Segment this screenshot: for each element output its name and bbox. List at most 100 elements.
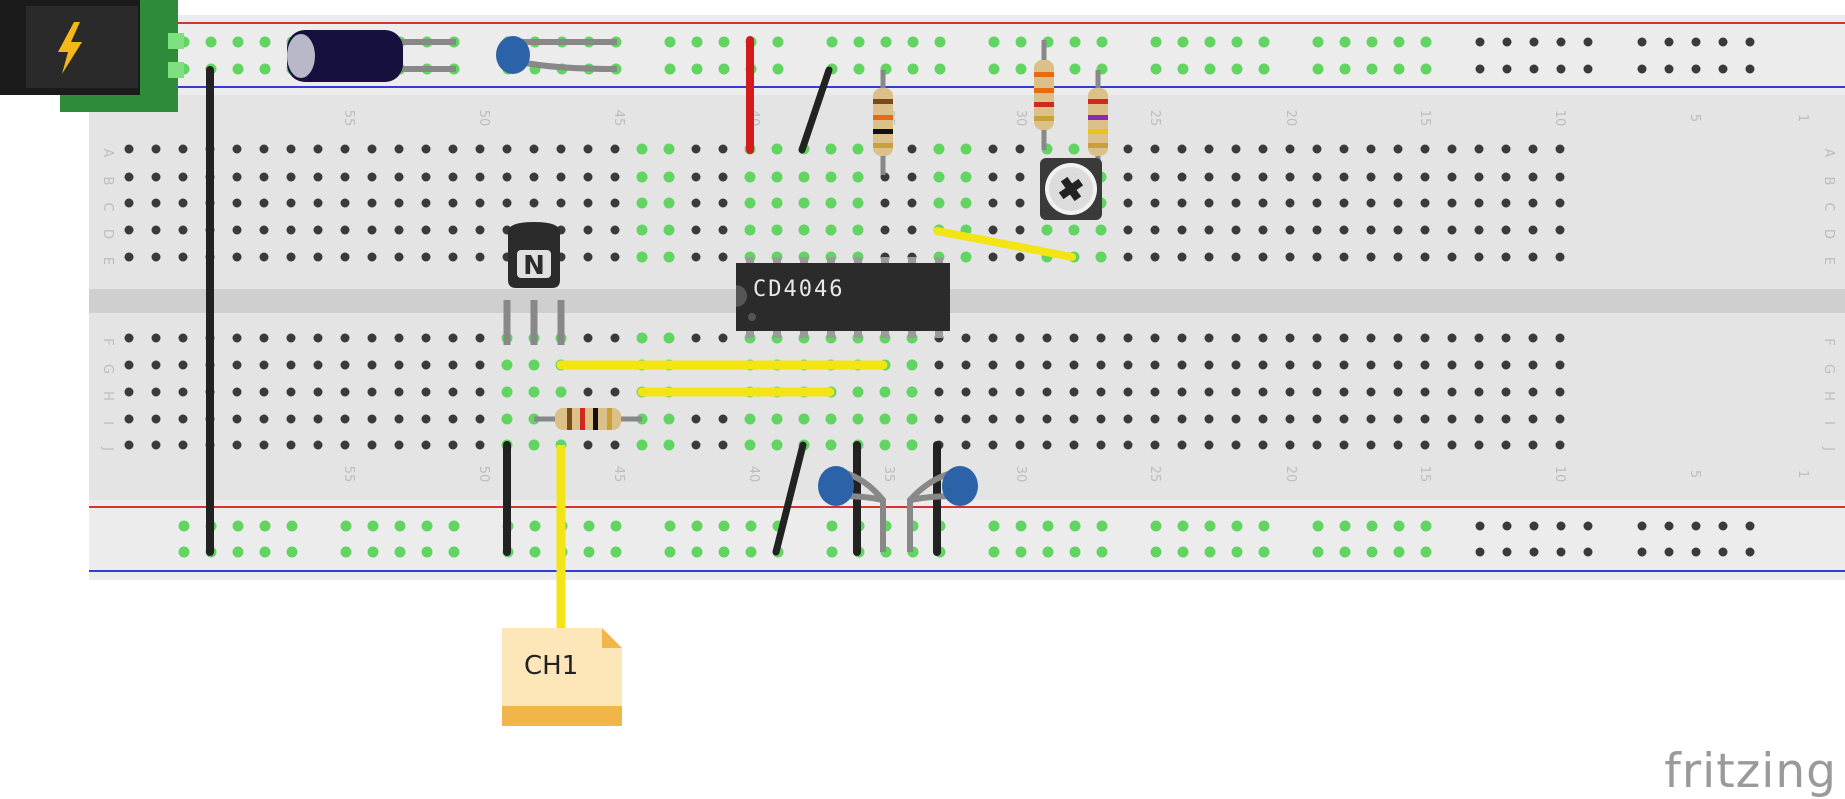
breadboard-hole[interactable] [1501,360,1511,370]
breadboard-hole[interactable] [448,414,458,424]
resistor-top-3[interactable] [1088,70,1108,175]
breadboard-hole[interactable] [232,387,242,397]
power-rail-hole[interactable] [232,520,244,532]
power-rail-hole[interactable] [1664,64,1674,74]
breadboard-hole[interactable] [1366,387,1376,397]
power-rail-hole[interactable] [1393,546,1405,558]
breadboard-hole[interactable] [394,198,404,208]
breadboard-hole[interactable] [1501,172,1511,182]
power-rail-hole[interactable] [1583,64,1593,74]
power-rail-hole[interactable] [1042,520,1054,532]
breadboard-hole[interactable] [583,252,593,262]
breadboard-hole[interactable] [501,413,513,425]
breadboard-hole[interactable] [1501,414,1511,424]
power-rail-hole[interactable] [1637,547,1647,557]
breadboard-hole[interactable] [1501,144,1511,154]
breadboard-hole[interactable] [1096,414,1106,424]
breadboard-hole[interactable] [556,144,566,154]
breadboard-hole[interactable] [691,225,701,235]
power-rail-hole[interactable] [826,36,838,48]
breadboard-hole[interactable] [583,387,593,397]
breadboard-hole[interactable] [1447,198,1457,208]
black-jumper-wire-top[interactable] [798,66,833,154]
breadboard-hole[interactable] [718,414,728,424]
breadboard-hole[interactable] [771,224,783,236]
power-rail-hole[interactable] [1258,520,1270,532]
power-rail-hole[interactable] [988,546,1000,558]
breadboard-hole[interactable] [1123,414,1133,424]
breadboard-hole[interactable] [151,414,161,424]
breadboard-hole[interactable] [1366,333,1376,343]
breadboard-hole[interactable] [1123,252,1133,262]
breadboard-hole[interactable] [259,198,269,208]
breadboard-hole[interactable] [1069,387,1079,397]
power-rail-hole[interactable] [1177,36,1189,48]
breadboard-hole[interactable] [1150,172,1160,182]
breadboard-hole[interactable] [394,225,404,235]
breadboard-hole[interactable] [1258,333,1268,343]
breadboard-hole[interactable] [448,225,458,235]
breadboard-hole[interactable] [1096,387,1106,397]
breadboard-hole[interactable] [232,144,242,154]
breadboard-hole[interactable] [1042,360,1052,370]
power-rail-hole[interactable] [1312,36,1324,48]
breadboard-hole[interactable] [151,440,161,450]
breadboard-hole[interactable] [367,198,377,208]
breadboard-hole[interactable] [1339,360,1349,370]
breadboard-hole[interactable] [1150,252,1160,262]
breadboard-hole[interactable] [663,413,675,425]
electrolytic-capacitor[interactable] [287,30,456,82]
breadboard-hole[interactable] [232,252,242,262]
breadboard-hole[interactable] [232,172,242,182]
breadboard-hole[interactable] [1447,172,1457,182]
breadboard-hole[interactable] [1123,387,1133,397]
breadboard-hole[interactable] [1501,440,1511,450]
breadboard-hole[interactable] [1231,333,1241,343]
breadboard-hole[interactable] [286,360,296,370]
breadboard-hole[interactable] [1420,198,1430,208]
breadboard-hole[interactable] [1123,172,1133,182]
breadboard-hole[interactable] [1231,440,1241,450]
resistor-top-1[interactable] [873,70,893,175]
breadboard-hole[interactable] [528,386,540,398]
breadboard-hole[interactable] [394,172,404,182]
breadboard-hole[interactable] [1393,333,1403,343]
breadboard-hole[interactable] [825,224,837,236]
breadboard-hole[interactable] [988,144,998,154]
breadboard-hole[interactable] [1068,224,1080,236]
breadboard-hole[interactable] [475,360,485,370]
breadboard-hole[interactable] [394,144,404,154]
breadboard-hole[interactable] [771,143,783,155]
power-rail-hole[interactable] [1420,63,1432,75]
breadboard-hole[interactable] [1042,387,1052,397]
breadboard-hole[interactable] [1068,143,1080,155]
breadboard-hole[interactable] [367,360,377,370]
breadboard-hole[interactable] [259,252,269,262]
breadboard-hole[interactable] [961,414,971,424]
breadboard-hole[interactable] [1312,225,1322,235]
breadboard-hole[interactable] [583,333,593,343]
breadboard-hole[interactable] [934,414,944,424]
power-rail-hole[interactable] [718,63,730,75]
breadboard-hole[interactable] [718,144,728,154]
power-rail-hole[interactable] [1150,520,1162,532]
breadboard-hole[interactable] [1501,333,1511,343]
breadboard-hole[interactable] [1042,414,1052,424]
breadboard-hole[interactable] [961,440,971,450]
power-rail-hole[interactable] [1691,64,1701,74]
breadboard-hole[interactable] [1528,144,1538,154]
power-rail-hole[interactable] [583,520,595,532]
breadboard-hole[interactable] [583,225,593,235]
breadboard-hole[interactable] [691,414,701,424]
ceramic-capacitor-bottom-right[interactable] [907,466,978,552]
breadboard-hole[interactable] [475,198,485,208]
breadboard-hole[interactable] [340,172,350,182]
power-rail-hole[interactable] [1150,546,1162,558]
power-rail-hole[interactable] [1637,37,1647,47]
breadboard-hole[interactable] [1204,414,1214,424]
breadboard-hole[interactable] [232,333,242,343]
breadboard-hole[interactable] [907,198,917,208]
breadboard-hole[interactable] [1501,225,1511,235]
breadboard-hole[interactable] [907,172,917,182]
breadboard-hole[interactable] [1312,360,1322,370]
